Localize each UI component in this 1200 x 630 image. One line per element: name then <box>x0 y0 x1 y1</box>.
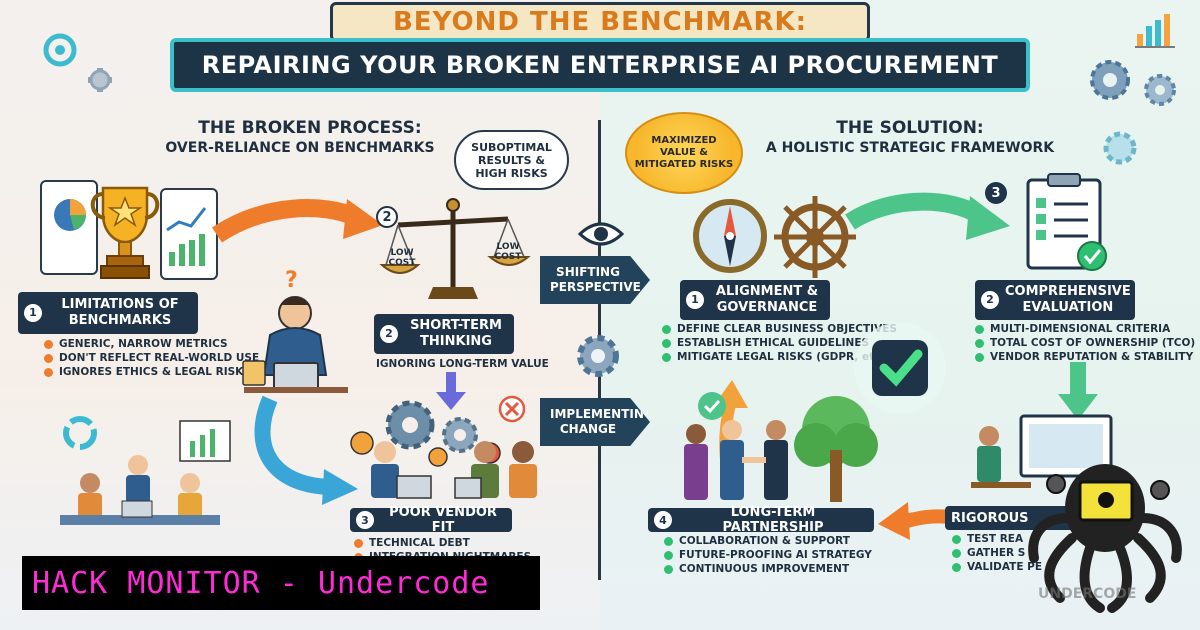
list-item: VENDOR REPUTATION & STABILITY <box>975 350 1195 364</box>
short-term-thinking-label: 2 SHORT-TERM THINKING <box>374 314 514 354</box>
orange-flow-arrow <box>212 199 383 243</box>
list-item: TOTAL COST OF OWNERSHIP (TCO) <box>975 336 1195 350</box>
list-item: VALIDATE PE <box>952 560 1042 574</box>
bar-chart-icon <box>1135 14 1175 48</box>
step-number: 2 <box>380 325 398 343</box>
title-line-1: BEYOND THE BENCHMARK: <box>330 2 870 42</box>
step-number: 4 <box>654 511 672 529</box>
short-term-caption: IGNORING LONG-TERM VALUE <box>376 358 549 370</box>
step-number: 2 <box>376 206 398 228</box>
list-item: IGNORES ETHICS & LEGAL RISKS <box>44 365 259 379</box>
gear-icon <box>43 33 112 92</box>
team-meeting-illustration <box>60 416 231 525</box>
rigorous-testing-list: TEST REA GATHER S VALIDATE PE <box>952 532 1042 574</box>
clipboard-icon <box>242 360 266 386</box>
eye-icon <box>577 222 625 246</box>
list-item: DEFINE CLEAR BUSINESS OBJECTIVES <box>662 322 897 336</box>
long-term-partnership-list: COLLABORATION & SUPPORT FUTURE-PROOFING … <box>664 534 872 576</box>
limitations-list: GENERIC, NARROW METRICS DON'T REFLECT RE… <box>44 337 259 379</box>
list-item: MITIGATE LEGAL RISKS (GDPR, etc.) <box>662 350 897 364</box>
step-number: 3 <box>985 182 1007 204</box>
hack-monitor-watermark: HACK MONITOR - Undercode <box>22 556 540 610</box>
checklist-clipboard-icon <box>1026 173 1107 271</box>
list-item: ESTABLISH ETHICAL GUIDELINES <box>662 336 897 350</box>
list-item: FUTURE-PROOFING AI STRATEGY <box>664 548 872 562</box>
compass-icon <box>693 199 767 273</box>
list-item: TEST REA <box>952 532 1042 546</box>
down-arrow-icon <box>436 372 466 410</box>
pie-chart-icon <box>54 199 86 231</box>
solution-heading: THE SOLUTION: <box>836 118 984 138</box>
stressed-person-illustration: ? <box>244 268 348 393</box>
broken-process-heading: THE BROKEN PROCESS: <box>198 118 422 138</box>
trophy-icon <box>90 186 160 279</box>
gear-icon <box>577 335 619 377</box>
vendor-people-illustration <box>371 441 537 499</box>
implementing-change-arrow: IMPLEMENTING CHANGE <box>540 398 650 446</box>
balance-scale-icon <box>379 198 531 299</box>
broken-process-subheading: OVER-RELIANCE ON BENCHMARKS <box>165 140 435 156</box>
long-term-partnership-label: 4 LONG-TERM PARTNERSHIP <box>648 505 874 535</box>
testing-illustration <box>971 414 1113 488</box>
undercode-logo: UNDERCODE <box>1028 464 1182 613</box>
list-item: COLLABORATION & SUPPORT <box>664 534 872 548</box>
comprehensive-evaluation-list: MULTI-DIMENSIONAL CRITERIA TOTAL COST OF… <box>975 322 1195 364</box>
step-number: 1 <box>24 304 42 322</box>
solution-subheading: A HOLISTIC STRATEGIC FRAMEWORK <box>765 140 1055 156</box>
ship-wheel-icon <box>774 196 856 278</box>
svg-text:?: ? <box>285 268 298 293</box>
cycle-arrow-down <box>1058 362 1098 420</box>
scale-left-pan-label: LOW COST <box>388 248 416 268</box>
limitations-of-benchmarks-label: 1 LIMITATIONS OF BENCHMARKS <box>18 292 198 334</box>
svg-text:UNDERCODE: UNDERCODE <box>1038 586 1136 602</box>
poor-vendor-fit-label: 3 POOR VENDOR FIT <box>350 505 512 535</box>
line-chart-icon <box>166 207 207 266</box>
title-line-2: REPAIRING YOUR BROKEN ENTERPRISE AI PROC… <box>170 38 1030 92</box>
list-item: TECHNICAL DEBT <box>354 536 531 550</box>
central-check-icon <box>854 322 946 414</box>
maximized-value-sun: MAXIMIZED VALUE & MITIGATED RISKS <box>625 112 743 194</box>
list-item: CONTINUOUS IMPROVEMENT <box>664 562 872 576</box>
gear-icon <box>1103 131 1137 165</box>
shifting-perspective-arrow: SHIFTING PERSPECTIVE <box>540 256 650 304</box>
alignment-governance-list: DEFINE CLEAR BUSINESS OBJECTIVES ESTABLI… <box>662 322 897 364</box>
list-item: GENERIC, NARROW METRICS <box>44 337 259 351</box>
teal-flow-arrow <box>254 395 358 505</box>
step-number: 1 <box>686 291 704 309</box>
list-item: MULTI-DIMENSIONAL CRITERIA <box>975 322 1195 336</box>
green-flow-arrow <box>845 192 1010 240</box>
comprehensive-evaluation-label: 2 COMPREHENSIVE EVALUATION <box>975 280 1135 320</box>
scale-right-pan-label: LOW COST <box>494 242 522 262</box>
problem-gears-illustration <box>350 395 526 467</box>
suboptimal-results-cloud: SUBOPTIMAL RESULTS & HIGH RISKS <box>454 130 569 190</box>
list-item: GATHER S <box>952 546 1042 560</box>
gear-icon <box>1090 60 1176 106</box>
list-item: DON'T REFLECT REAL-WORLD USE <box>44 351 259 365</box>
step-number: 3 <box>356 511 374 529</box>
alignment-governance-label: 1 ALIGNMENT & GOVERNANCE <box>680 280 830 320</box>
partnership-illustration <box>684 392 878 502</box>
step-number: 2 <box>981 291 999 309</box>
